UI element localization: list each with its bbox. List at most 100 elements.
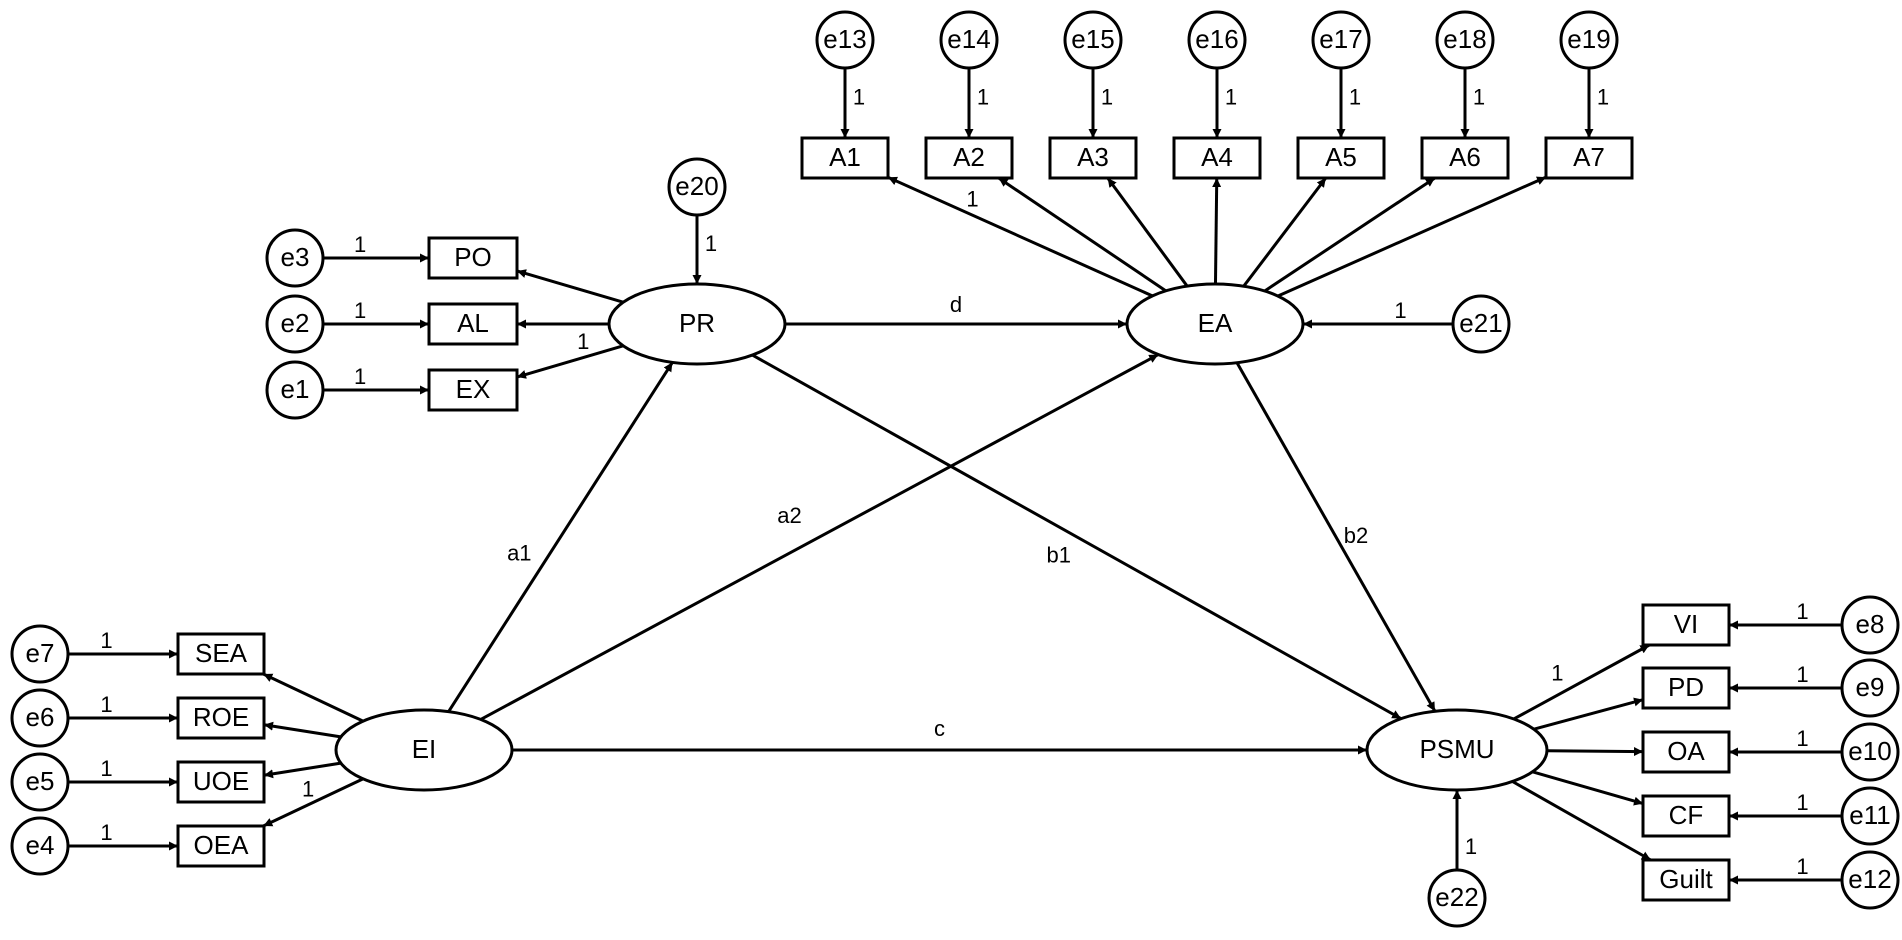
indicator-shape [427,236,519,280]
error-shape [1840,658,1900,718]
indicator-label: A5 [1325,142,1357,172]
edge-ea-to-psmu [1235,361,1437,712]
indicator-label: EX [456,374,491,404]
indicator-label: SEA [195,638,248,668]
indicator-shape [1296,136,1386,180]
edge-label-pr-ex: 1 [577,329,589,354]
edge-ei-to-roe [263,721,342,739]
error-node-e9: e9 [1840,658,1900,718]
indicator-shape [176,824,266,868]
error-node-e4: e4 [10,816,70,876]
indicator-shape [1420,136,1510,180]
error-node-e15: e15 [1063,10,1123,70]
indicator-label: A1 [829,142,861,172]
indicator-label: A2 [953,142,985,172]
error-shape [1435,10,1495,70]
indicator-label: VI [1674,609,1699,639]
edge-label-ei-ea: a2 [777,503,801,528]
latent-label: PR [679,308,715,338]
error-node-e2: e2 [265,294,325,354]
indicator-label: A6 [1449,142,1481,172]
edge-ea-to-a7 [1277,175,1547,298]
latent-node-psmu: PSMU [1365,708,1549,792]
error-label: e15 [1071,24,1114,54]
latent-shape [607,282,787,366]
error-label: e9 [1856,672,1885,702]
error-label: e5 [26,766,55,796]
error-label: e1 [281,374,310,404]
error-label: e6 [26,702,55,732]
error-label: e16 [1195,24,1238,54]
indicator-node-cf: CF [1641,794,1731,838]
edge-label-e7-sea: 1 [100,628,112,653]
indicator-label: A4 [1201,142,1233,172]
edge-label-e1-ex: 1 [354,364,366,389]
indicator-node-pd: PD [1641,666,1731,710]
edge-pr-to-ex [516,344,624,379]
indicator-node-a4: A4 [1172,136,1262,180]
edge-psmu-to-oa [1546,747,1644,757]
edge-label-e22-psmu: 1 [1465,834,1477,859]
edge-label-e4-oea: 1 [100,820,112,845]
indicator-node-a6: A6 [1420,136,1510,180]
error-label: e22 [1435,882,1478,912]
error-shape [1840,595,1900,655]
error-label: e7 [26,638,55,668]
indicator-node-oa: OA [1641,730,1731,774]
indicator-label: PD [1668,672,1704,702]
edge-label-ea-psmu: b2 [1344,523,1368,548]
edge-label-e21-ea: 1 [1394,298,1406,323]
indicator-node-roe: ROE [176,696,266,740]
error-node-e21: e21 [1451,294,1511,354]
error-shape [939,10,999,70]
error-shape [1427,868,1487,928]
edge-label-e19-a7: 1 [1597,84,1609,109]
latent-label: EA [1198,308,1233,338]
error-label: e3 [281,242,310,272]
error-node-e18: e18 [1435,10,1495,70]
edge-label-e14-a2: 1 [977,84,989,109]
indicator-shape [1641,730,1731,774]
error-node-e14: e14 [939,10,999,70]
indicator-label: OA [1667,736,1705,766]
edge-label-e13-a1: 1 [853,84,865,109]
error-shape [1187,10,1247,70]
error-node-e12: e12 [1840,850,1900,910]
latent-node-ea: EA [1125,282,1305,366]
indicator-shape [1641,666,1731,710]
error-label: e4 [26,830,55,860]
edge-label-e2-al: 1 [354,298,366,323]
edge-label-psmu-vi: 1 [1551,661,1563,686]
error-label: e19 [1567,24,1610,54]
error-shape [815,10,875,70]
error-node-e22: e22 [1427,868,1487,928]
edge-psmu-to-pd [1533,697,1644,731]
error-shape [10,624,70,684]
error-shape [10,688,70,748]
edge-label-e6-roe: 1 [100,692,112,717]
edge-pr-to-po [516,269,624,304]
latent-shape [1365,708,1549,792]
indicator-label: UOE [193,766,249,796]
error-node-e10: e10 [1840,722,1900,782]
edge-ea-to-a1 [887,175,1153,298]
error-shape [265,294,325,354]
error-label: e8 [1856,609,1885,639]
edge-label-e20-pr: 1 [705,231,717,256]
error-node-e8: e8 [1840,595,1900,655]
error-node-e16: e16 [1187,10,1247,70]
indicator-shape [427,368,519,412]
edge-ei-to-sea [262,672,364,723]
latent-node-pr: PR [607,282,787,366]
edge-label-e17-a5: 1 [1349,84,1361,109]
error-node-e20: e20 [667,157,727,217]
edge-ei-to-pr [447,361,674,713]
edge-label-e9-pd: 1 [1796,662,1808,687]
edges-layer [68,68,1842,885]
error-node-e13: e13 [815,10,875,70]
error-label: e10 [1848,736,1891,766]
error-shape [1840,850,1900,910]
indicator-node-vi: VI [1641,603,1731,647]
edge-psmu-to-cf [1532,770,1644,806]
edge-label-e16-a4: 1 [1225,84,1237,109]
